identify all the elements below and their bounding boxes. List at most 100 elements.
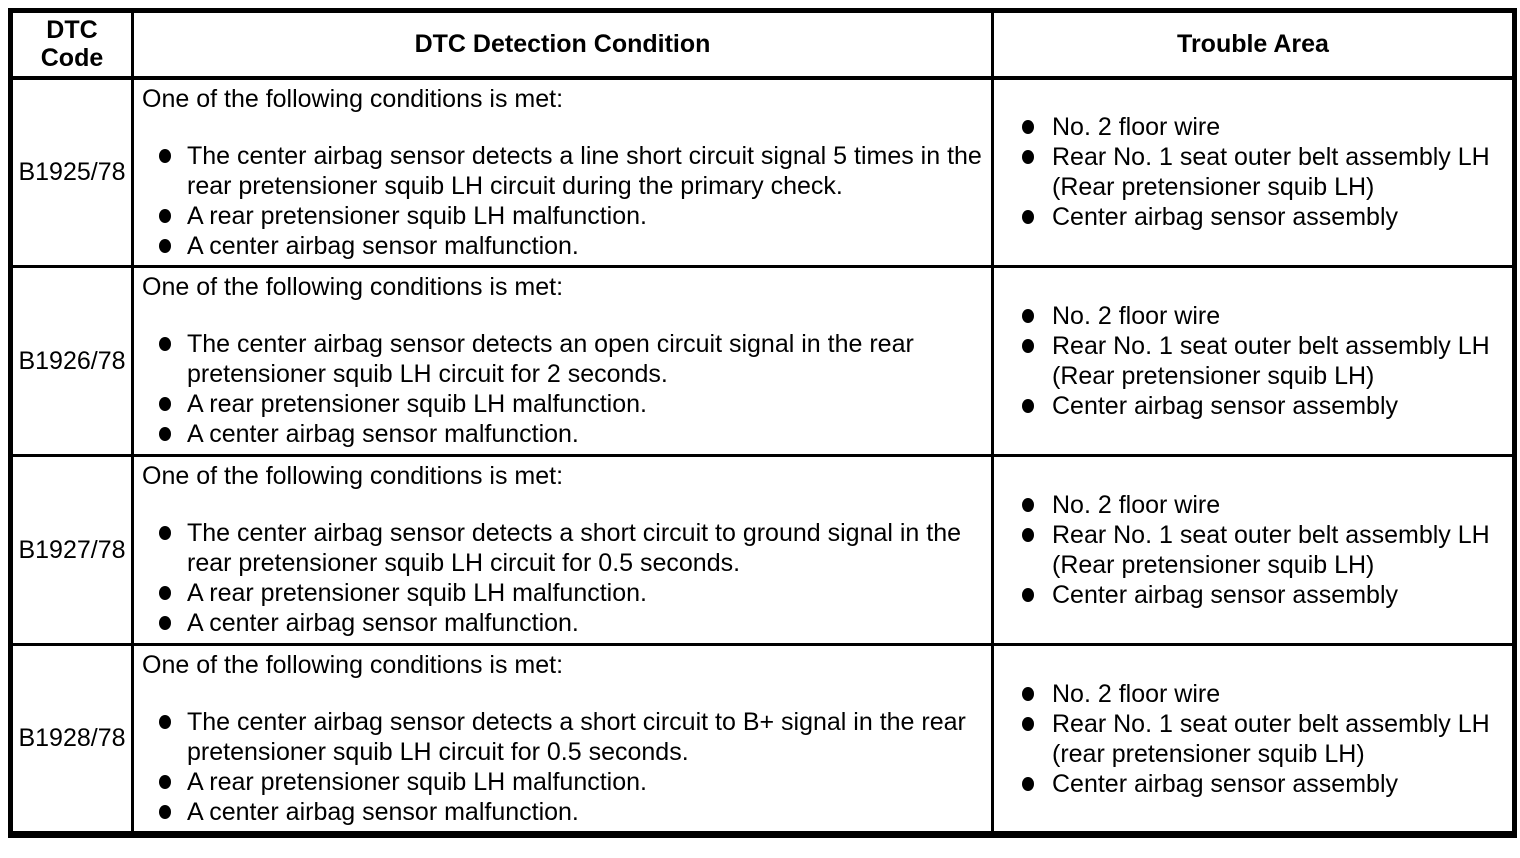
detection-condition-cell: One of the following conditions is met: … [131, 454, 994, 646]
trouble-area-item: Center airbag sensor assembly [1022, 391, 1508, 421]
bullet-icon [1022, 399, 1034, 413]
condition-item: A rear pretensioner squib LH malfunction… [142, 767, 991, 797]
condition-intro: One of the following conditions is met: [142, 84, 564, 113]
condition-item: A center airbag sensor malfunction. [142, 608, 991, 638]
header-row: DTC Code DTC Detection Condition Trouble… [9, 9, 1516, 80]
bullet-icon [159, 148, 171, 163]
detection-condition-cell: One of the following conditions is met: … [131, 643, 994, 836]
trouble-area-item: Center airbag sensor assembly [1022, 580, 1508, 610]
condition-item: The center airbag sensor detects an open… [142, 329, 991, 389]
condition-list: The center airbag sensor detects an open… [142, 329, 991, 449]
bullet-icon [1022, 339, 1034, 353]
bullet-icon [159, 715, 171, 729]
bullet-icon [159, 586, 171, 600]
condition-text: The center airbag sensor detects a short… [187, 519, 962, 577]
trouble-area-text: Rear No. 1 seat outer belt assembly LH (… [1052, 332, 1490, 390]
trouble-area-text: No. 2 floor wire [1052, 491, 1221, 519]
trouble-area-text: Center airbag sensor assembly [1052, 581, 1398, 609]
condition-item: A center airbag sensor malfunction. [142, 231, 991, 261]
bullet-icon [159, 526, 171, 540]
trouble-area-item: Center airbag sensor assembly [1022, 769, 1508, 799]
bullet-icon [159, 805, 171, 819]
dtc-code-cell: B1927/78 [9, 454, 134, 646]
bullet-icon [1022, 588, 1034, 602]
trouble-area-item: Rear No. 1 seat outer belt assembly LH (… [1022, 709, 1508, 769]
bullet-icon [159, 775, 171, 789]
condition-text: A rear pretensioner squib LH malfunction… [187, 579, 647, 607]
bullet-icon [159, 616, 171, 630]
bullet-icon [159, 427, 171, 441]
trouble-area-list: No. 2 floor wire Rear No. 1 seat outer b… [1022, 679, 1508, 799]
bullet-icon [1022, 150, 1034, 165]
header-trouble-area: Trouble Area [991, 9, 1516, 80]
condition-text: A center airbag sensor malfunction. [187, 798, 579, 826]
table-row: B1928/78 One of the following conditions… [9, 643, 1516, 836]
trouble-area-cell: No. 2 floor wire Rear No. 1 seat outer b… [991, 76, 1516, 268]
detection-condition-cell: One of the following conditions is met: … [131, 265, 994, 457]
condition-text: The center airbag sensor detects a short… [187, 708, 966, 766]
bullet-icon [1022, 120, 1034, 135]
condition-item: A center airbag sensor malfunction. [142, 797, 991, 827]
trouble-area-text: Rear No. 1 seat outer belt assembly LH (… [1052, 709, 1490, 768]
condition-item: A rear pretensioner squib LH malfunction… [142, 389, 991, 419]
header-detection-condition: DTC Detection Condition [131, 9, 994, 80]
condition-intro: One of the following conditions is met: [142, 462, 564, 490]
condition-list: The center airbag sensor detects a short… [142, 707, 991, 827]
trouble-area-item: Rear No. 1 seat outer belt assembly LH (… [1022, 331, 1508, 391]
bullet-icon [1022, 528, 1034, 542]
trouble-area-text: No. 2 floor wire [1052, 113, 1221, 142]
condition-text: The center airbag sensor detects a line … [187, 141, 982, 200]
dtc-table-header: DTC Code DTC Detection Condition Trouble… [9, 9, 1516, 80]
dtc-code-cell: B1925/78 [9, 76, 134, 268]
dtc-table-body: B1925/78 One of the following conditions… [9, 76, 1516, 836]
trouble-area-list: No. 2 floor wire Rear No. 1 seat outer b… [1022, 112, 1508, 232]
condition-intro: One of the following conditions is met: [142, 273, 564, 301]
bullet-icon [159, 208, 171, 223]
bullet-icon [1022, 716, 1034, 731]
bullet-icon [159, 397, 171, 411]
trouble-area-list: No. 2 floor wire Rear No. 1 seat outer b… [1022, 301, 1508, 421]
trouble-area-cell: No. 2 floor wire Rear No. 1 seat outer b… [991, 643, 1516, 836]
condition-intro: One of the following conditions is met: [142, 651, 564, 679]
condition-item: The center airbag sensor detects a short… [142, 707, 991, 767]
table-row: B1925/78 One of the following conditions… [9, 76, 1516, 268]
trouble-area-item: Rear No. 1 seat outer belt assembly LH (… [1022, 520, 1508, 580]
condition-text: A center airbag sensor malfunction. [187, 609, 579, 637]
trouble-area-text: Center airbag sensor assembly [1052, 392, 1398, 420]
table-row: B1926/78 One of the following conditions… [9, 265, 1516, 457]
detection-condition-cell: One of the following conditions is met: … [131, 76, 994, 268]
trouble-area-cell: No. 2 floor wire Rear No. 1 seat outer b… [991, 265, 1516, 457]
dtc-code-cell: B1926/78 [9, 265, 134, 457]
table-row: B1927/78 One of the following conditions… [9, 454, 1516, 646]
trouble-area-text: No. 2 floor wire [1052, 679, 1221, 708]
condition-text: A rear pretensioner squib LH malfunction… [187, 201, 647, 230]
trouble-area-text: Rear No. 1 seat outer belt assembly LH (… [1052, 143, 1490, 202]
bullet-icon [1022, 210, 1034, 225]
trouble-area-item: Rear No. 1 seat outer belt assembly LH (… [1022, 142, 1508, 202]
trouble-area-item: No. 2 floor wire [1022, 112, 1508, 142]
condition-text: The center airbag sensor detects an open… [187, 330, 914, 388]
trouble-area-item: Center airbag sensor assembly [1022, 202, 1508, 232]
condition-item: The center airbag sensor detects a line … [142, 141, 991, 201]
condition-item: A center airbag sensor malfunction. [142, 419, 991, 449]
trouble-area-cell: No. 2 floor wire Rear No. 1 seat outer b… [991, 454, 1516, 646]
bullet-icon [1022, 309, 1034, 323]
trouble-area-item: No. 2 floor wire [1022, 490, 1508, 520]
condition-text: A center airbag sensor malfunction. [187, 231, 579, 260]
trouble-area-item: No. 2 floor wire [1022, 679, 1508, 709]
trouble-area-text: Center airbag sensor assembly [1052, 203, 1398, 232]
trouble-area-text: Center airbag sensor assembly [1052, 769, 1398, 798]
dtc-table: DTC Code DTC Detection Condition Trouble… [8, 8, 1517, 838]
bullet-icon [159, 337, 171, 351]
bullet-icon [159, 238, 171, 253]
bullet-icon [1022, 776, 1034, 791]
trouble-area-list: No. 2 floor wire Rear No. 1 seat outer b… [1022, 490, 1508, 610]
condition-item: The center airbag sensor detects a short… [142, 518, 991, 578]
condition-text: A rear pretensioner squib LH malfunction… [187, 390, 647, 418]
condition-text: A rear pretensioner squib LH malfunction… [187, 768, 647, 796]
dtc-code-cell: B1928/78 [9, 643, 134, 836]
bullet-icon [1022, 686, 1034, 701]
condition-list: The center airbag sensor detects a short… [142, 518, 991, 638]
condition-text: A center airbag sensor malfunction. [187, 420, 579, 448]
